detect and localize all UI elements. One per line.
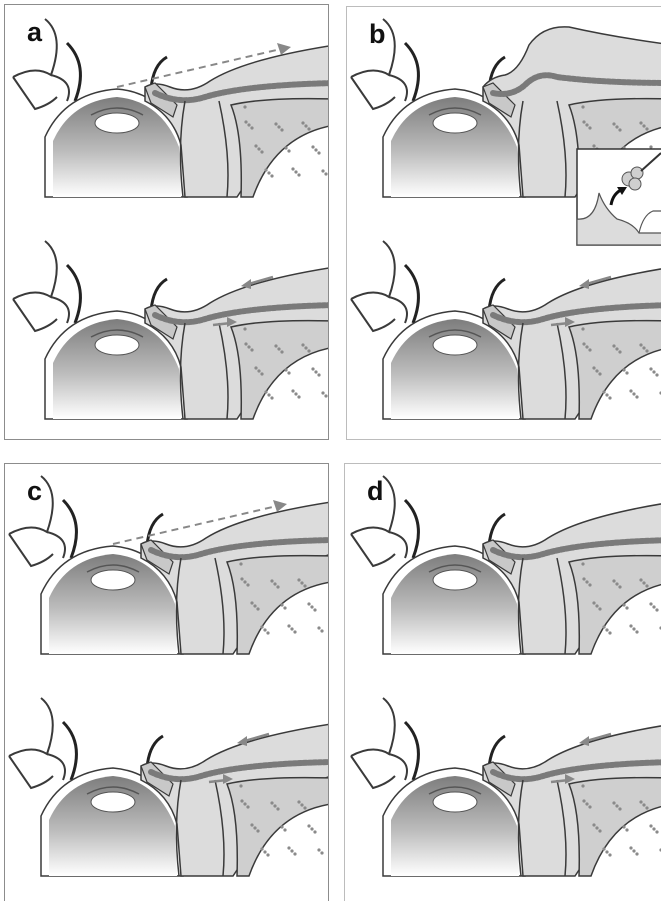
lens [91, 570, 135, 590]
brow-outline [351, 698, 407, 788]
orbital-rim [227, 778, 329, 876]
scene-c-lower [9, 698, 329, 876]
inset-excision [577, 149, 661, 245]
lens [95, 335, 139, 355]
panel-label-d: d [367, 478, 384, 505]
lens [91, 792, 135, 812]
scene-d-upper [351, 476, 661, 654]
panel-a-illustration [5, 5, 329, 440]
brow-outline [351, 241, 407, 331]
orbital-rim [227, 556, 329, 654]
orbital-rim [569, 556, 661, 654]
panel-a: a [4, 4, 329, 440]
panel-d: d [344, 463, 661, 901]
scene-c-upper [9, 476, 329, 654]
lens [433, 113, 477, 133]
panel-c-illustration [5, 464, 329, 901]
panel-label-b: b [369, 21, 386, 48]
brow-outline [9, 698, 65, 788]
lens [95, 113, 139, 133]
brow-outline [13, 241, 69, 331]
panel-b-illustration [347, 7, 661, 440]
lens [433, 570, 477, 590]
orbital-rim [569, 778, 661, 876]
orbital-rim [569, 321, 661, 419]
panel-d-illustration [345, 464, 661, 901]
panel-c: c [4, 463, 329, 901]
scene-a-lower [13, 241, 329, 419]
panel-label-a: a [27, 19, 42, 46]
scene-b-lower [351, 241, 661, 419]
lens [433, 335, 477, 355]
lens [433, 792, 477, 812]
panel-label-c: c [27, 478, 42, 505]
scene-d-lower [351, 698, 661, 876]
scene-a-upper [13, 19, 329, 197]
panel-b: b [346, 6, 661, 440]
